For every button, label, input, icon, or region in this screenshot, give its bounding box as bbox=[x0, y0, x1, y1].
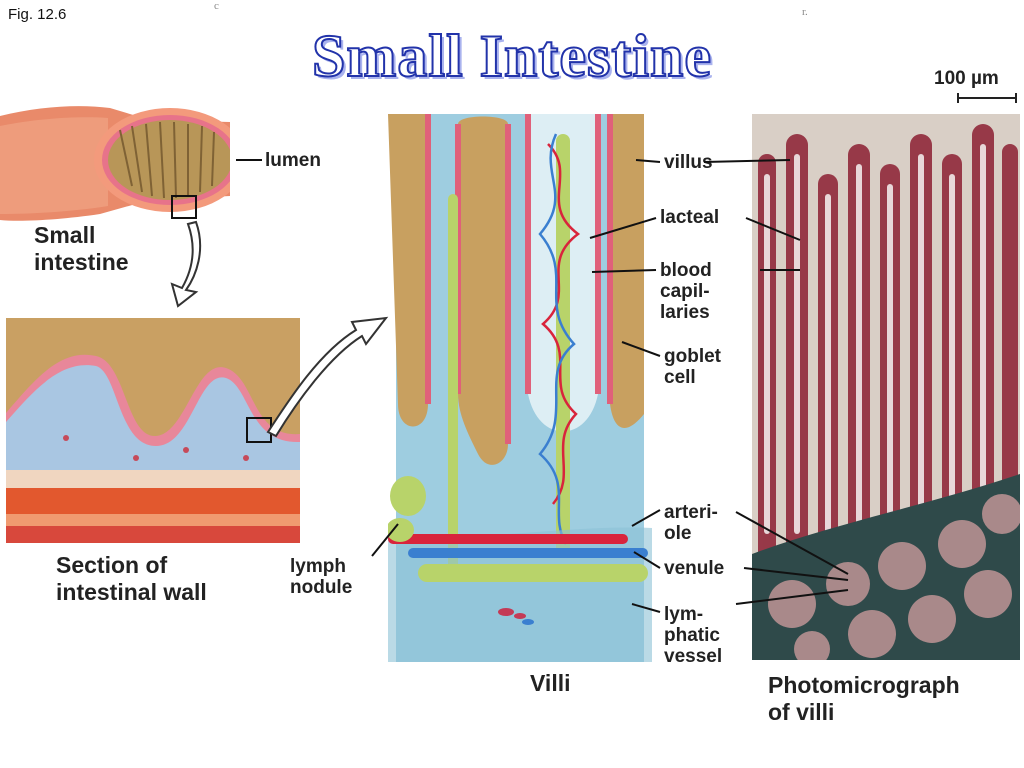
scale-bar bbox=[957, 93, 1017, 103]
stray-mark: r. bbox=[802, 6, 808, 18]
label-lacteal: lacteal bbox=[660, 207, 720, 228]
intestinal-wall-section bbox=[6, 318, 300, 543]
label-goblet-cell: goblet cell bbox=[664, 346, 721, 388]
stray-mark: c bbox=[214, 0, 219, 12]
label-venule: venule bbox=[664, 558, 725, 579]
villi-photomicrograph bbox=[752, 114, 1020, 660]
label-lumen: lumen bbox=[265, 150, 321, 171]
slide-title: Small Intestine bbox=[311, 22, 713, 90]
label-blood-capillaries: blood capil- laries bbox=[660, 260, 712, 323]
label-lymph-nodule: lymph nodule bbox=[290, 556, 353, 598]
figure-number: Fig. 12.6 bbox=[8, 6, 67, 23]
label-villus: villus bbox=[664, 152, 713, 173]
scale-bar-label: 100 µm bbox=[934, 68, 999, 89]
caption-villi: Villi bbox=[530, 670, 571, 696]
caption-small-intestine: Small intestine bbox=[34, 222, 129, 275]
caption-intestinal-wall: Section of intestinal wall bbox=[56, 552, 207, 605]
label-arteriole: arteri- ole bbox=[664, 502, 718, 544]
villi-illustration bbox=[388, 114, 652, 662]
label-lymphatic-vessel: lym- phatic vessel bbox=[664, 604, 723, 667]
caption-photomicrograph: Photomicrograph of villi bbox=[768, 672, 960, 725]
small-intestine-illustration bbox=[0, 106, 230, 221]
